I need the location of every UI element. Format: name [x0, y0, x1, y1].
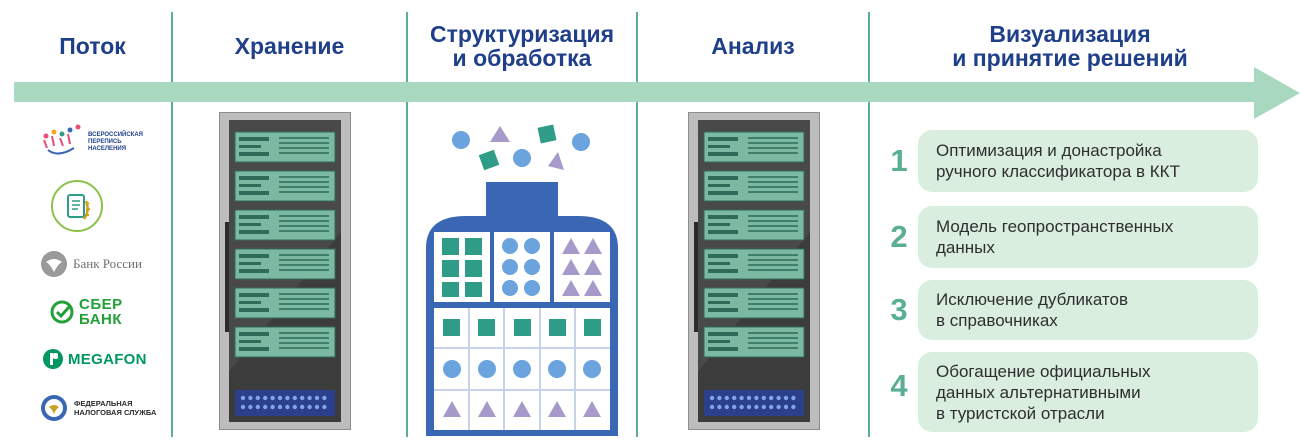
- column-title-storage: Хранение: [234, 33, 345, 59]
- census-logo: ВСЕРОССИЙСКАЯ ПЕРЕПИСЬ НАСЕЛЕНИЯ: [40, 116, 170, 168]
- megafon-label: MEGAFON: [68, 350, 147, 368]
- eagle-emblem-icon: [41, 251, 67, 277]
- census-figures-icon: [43, 124, 81, 155]
- agri-census-logo: [40, 178, 180, 234]
- server-rack-illustration: [687, 111, 821, 431]
- step-number-4: 4: [890, 368, 908, 403]
- column-title-analysis: Анализ: [711, 33, 795, 59]
- storage-server-rack: [218, 111, 352, 431]
- step-number-3: 3: [890, 292, 908, 327]
- column-title-flow: Поток: [59, 33, 126, 59]
- divider-4: [868, 12, 870, 437]
- step-number-1: 1: [890, 143, 908, 178]
- divider-2: [406, 12, 408, 437]
- fns-label-line2: НАЛОГОВАЯ СЛУЖБА: [74, 408, 157, 417]
- sber-check-icon: [50, 300, 74, 324]
- divider-1: [171, 12, 173, 437]
- megafon-logo: MEGAFON: [40, 346, 172, 372]
- sber-logo: СБЕР БАНК: [40, 294, 180, 330]
- jar-illustration: [426, 124, 618, 436]
- processing-jar: [426, 118, 618, 436]
- fns-logo: ФЕДЕРАЛЬНАЯ НАЛОГОВАЯ СЛУЖБА: [40, 392, 170, 424]
- bank-russia-logo: Банк России: [40, 248, 170, 280]
- process-arrow-head: [1254, 67, 1300, 119]
- agri-census-emblem-icon: [51, 180, 103, 232]
- server-rack-illustration: [218, 111, 352, 431]
- process-arrow-band: [14, 82, 1264, 102]
- sber-label-line1: СБЕР: [79, 296, 123, 313]
- step-number-2: 2: [890, 219, 908, 254]
- analysis-server-rack: [687, 111, 821, 431]
- sber-label-line2: БАНК: [79, 311, 123, 328]
- fns-emblem-icon: [41, 395, 67, 421]
- megafon-icon: [43, 349, 63, 369]
- fns-label-line1: ФЕДЕРАЛЬНАЯ: [74, 399, 133, 408]
- bank-russia-label: Банк России: [73, 256, 142, 271]
- divider-3: [636, 12, 638, 437]
